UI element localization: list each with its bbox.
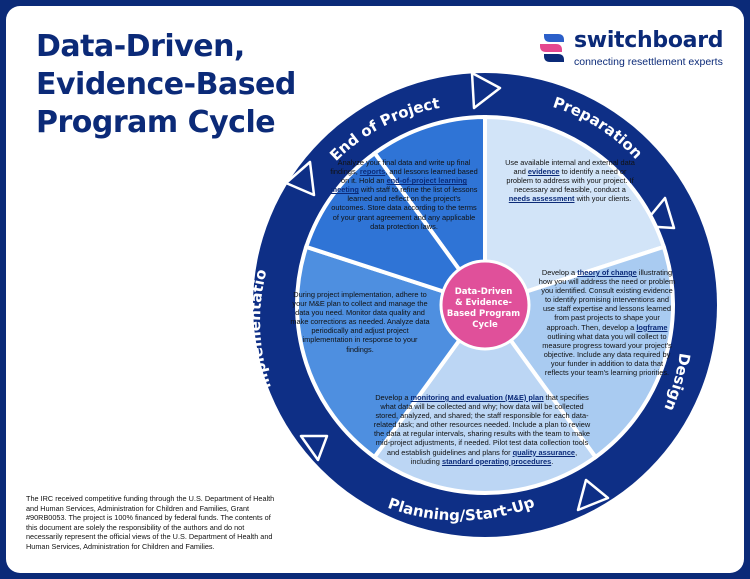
- funding-disclaimer: The IRC received competitive funding thr…: [26, 494, 275, 551]
- segment-planning: [371, 301, 599, 495]
- link-needs-assessment[interactable]: needs assessment: [508, 194, 575, 204]
- logo-wordmark: switchboard: [574, 28, 724, 53]
- text-run: Develop a: [541, 268, 578, 277]
- switchboard-logo[interactable]: switchboard connecting resettlement expe…: [536, 28, 726, 70]
- text-run: illustrating how you will address the ne…: [538, 268, 676, 332]
- text-run: with your clients.: [574, 194, 632, 204]
- title-line: Data-Driven,: [36, 29, 245, 64]
- segment-implementation: [295, 244, 489, 460]
- link-evidence[interactable]: evidence: [527, 167, 560, 177]
- stage-label-implementation: Implementation: [0, 0, 275, 391]
- link-reports[interactable]: reports: [359, 167, 386, 177]
- link-quality-assurance[interactable]: quality assurance: [512, 447, 576, 457]
- center-label: Data-Driven & Evidence- Based Program Cy…: [447, 287, 523, 330]
- stage-text-end-of-project: Analyze your final data and write up fin…: [330, 158, 478, 231]
- stage-text-planning: Develop a monitoring and evaluation (M&E…: [372, 393, 592, 466]
- switchboard-mark-icon: [540, 34, 564, 62]
- cycle-segments: [295, 114, 675, 495]
- link-standard-operating-procedures[interactable]: standard operating procedures: [441, 456, 552, 466]
- segment-design: [481, 244, 675, 460]
- stage-text-implementation: During project implementation, adhere to…: [290, 290, 430, 354]
- stage-text-design: Develop a theory of change illustrating …: [538, 268, 676, 377]
- text-run: .: [551, 456, 554, 466]
- text-run: , and lessons learned based on it. Hold …: [340, 167, 478, 186]
- title-line: Program Cycle: [36, 105, 276, 140]
- link-theory-of-change[interactable]: theory of change: [577, 268, 637, 277]
- page-title: Data-Driven, Evidence-Based Program Cycl…: [36, 28, 296, 142]
- text-run: to identify a need or problem to address…: [506, 167, 634, 195]
- center-label-line: Based Program: [447, 309, 520, 319]
- center-label-line: Cycle: [472, 320, 498, 330]
- text-run: , including: [410, 447, 578, 466]
- arrow-head-end: [470, 71, 502, 110]
- cycle-center-circle: [439, 259, 531, 351]
- center-label-line: Data-Driven: [455, 287, 513, 297]
- center-label-line: & Evidence-: [455, 298, 512, 308]
- link-end-of-project-learning-meeting[interactable]: end-of-project learning meeting: [330, 176, 468, 195]
- text-run: Analyze your final data and write up fin…: [330, 158, 471, 177]
- arrow-head-planning: [299, 434, 329, 462]
- text-run: During project implementation, adhere to…: [290, 290, 430, 354]
- segment-end-of-project-tail: [303, 150, 491, 309]
- stage-text-preparation: Use available internal and external data…: [505, 158, 635, 203]
- logo-tagline: connecting resettlement experts: [574, 56, 723, 68]
- text-run: outlining what data you will collect to …: [542, 331, 672, 378]
- segment-preparation: [483, 114, 667, 308]
- segment-end-of-project: [371, 114, 487, 312]
- arrow-head-implementation: [284, 160, 316, 197]
- text-run: Use available internal and external data…: [505, 158, 635, 177]
- text-run: Develop a: [375, 393, 411, 402]
- text-run: that specifies what data will be collect…: [373, 393, 591, 457]
- title-line: Evidence-Based: [36, 67, 296, 102]
- arrow-head-design: [576, 478, 610, 512]
- link-me-plan[interactable]: monitoring and evaluation (M&E) plan: [410, 393, 544, 402]
- text-run: with staff to refine the list of lessons…: [331, 185, 478, 231]
- link-logframe[interactable]: logframe: [636, 322, 668, 332]
